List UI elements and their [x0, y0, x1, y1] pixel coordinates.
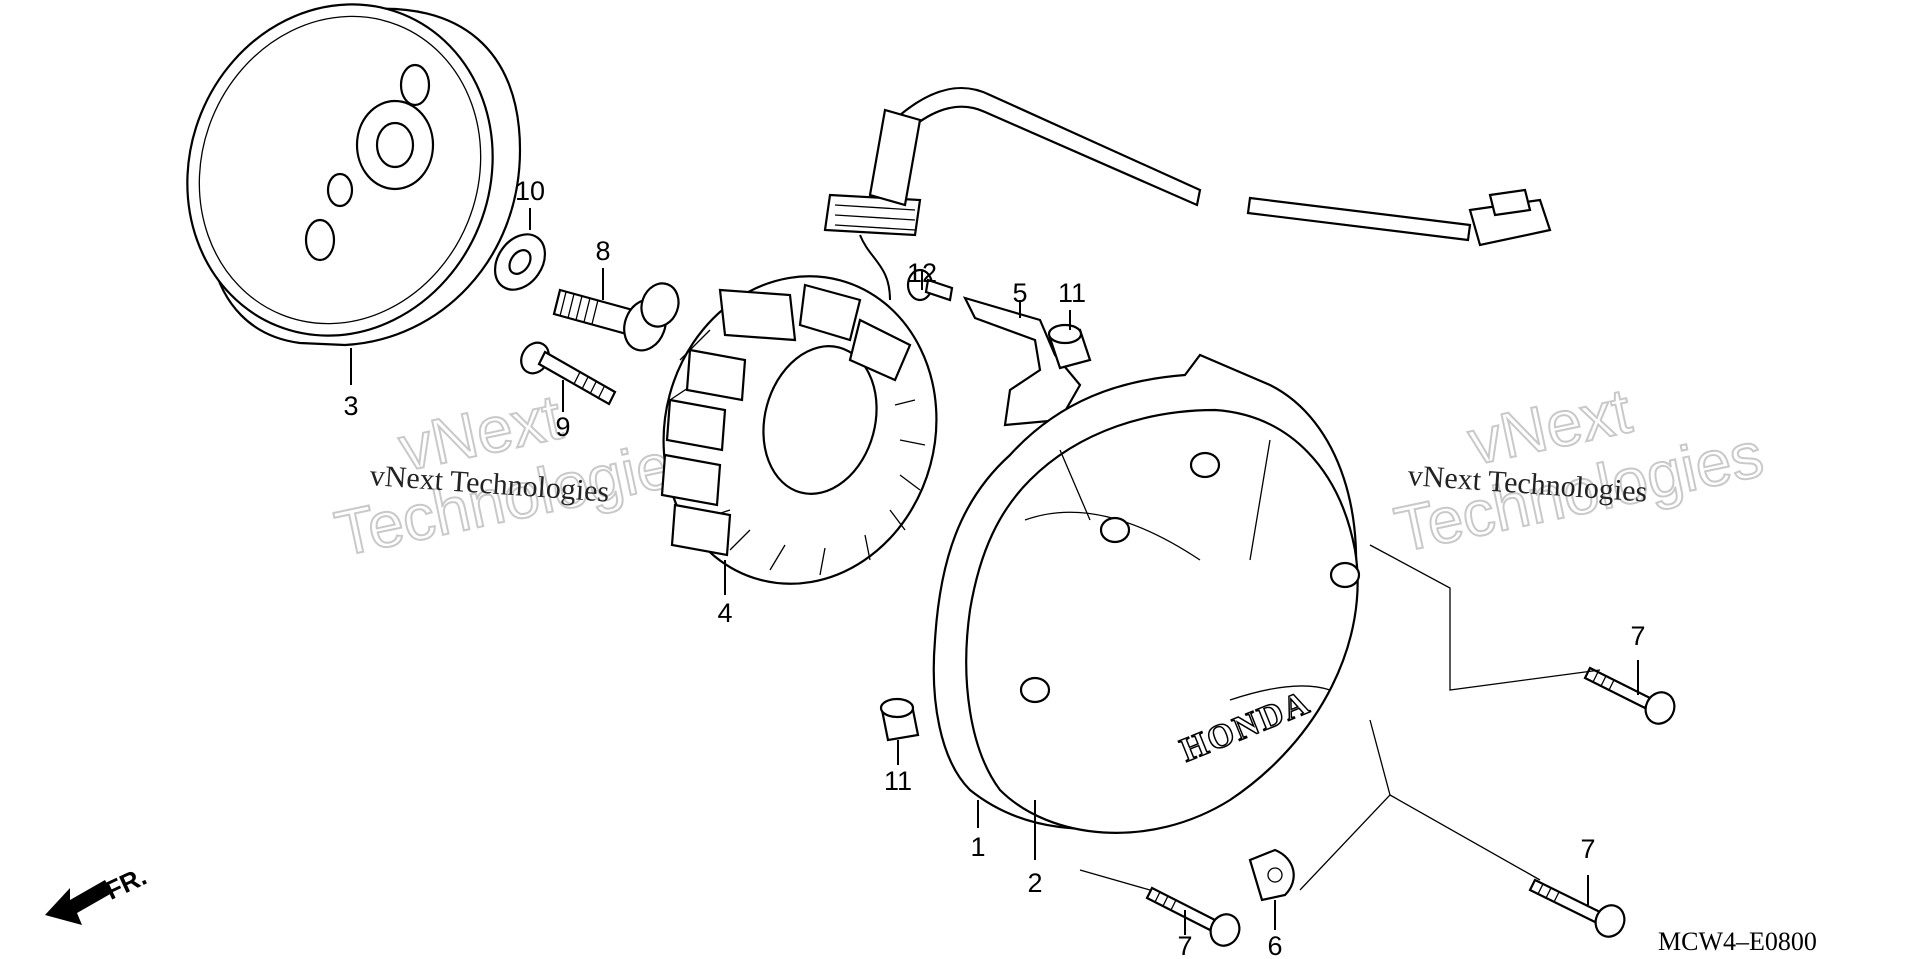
bolt-7-right-top: [1583, 666, 1676, 725]
callout-8: 8: [595, 236, 610, 266]
callout-7-bottom: 7: [1177, 931, 1192, 959]
bolt-7-bottom: [1145, 886, 1241, 947]
callout-9: 9: [555, 412, 570, 442]
callout-12: 12: [907, 258, 937, 288]
flywheel: [186, 3, 522, 347]
callout-labels: 3 10 8 9 4 12 5 11 11 1 2 6 7 7 7: [343, 176, 1645, 959]
dowel-bottom: [879, 697, 920, 742]
callout-5: 5: [1012, 278, 1027, 308]
nut-12: [906, 268, 954, 302]
stator: [660, 275, 938, 585]
callout-6: 6: [1267, 931, 1282, 959]
front-label: FR.: [100, 861, 151, 906]
callout-11-bottom: 11: [884, 766, 912, 796]
clamp-5: [962, 296, 1082, 427]
bolt-9: [520, 341, 617, 406]
diagram-code: MCW4–E0800: [1658, 927, 1817, 956]
watermark-right: vNext Technologies: [1388, 373, 1770, 567]
dowel-top: [1047, 323, 1092, 370]
flange-bolt-8: [552, 282, 680, 352]
callout-2: 2: [1027, 868, 1042, 898]
leader-lines: [350, 208, 1639, 935]
callout-11-top: 11: [1058, 278, 1086, 308]
callout-3: 3: [343, 391, 358, 421]
front-arrow-icon: [45, 880, 112, 925]
clip-6: [1248, 848, 1295, 902]
washer: [493, 233, 547, 291]
callout-1: 1: [970, 832, 985, 862]
bolt-7-right-bottom: [1528, 878, 1626, 938]
callout-4: 4: [717, 598, 732, 628]
callout-10: 10: [515, 176, 545, 206]
front-direction-indicator: FR.: [45, 861, 151, 925]
wiring-harness: [823, 86, 1552, 301]
callout-7-right-top: 7: [1630, 621, 1645, 651]
callout-7-right-bottom: 7: [1580, 834, 1595, 864]
